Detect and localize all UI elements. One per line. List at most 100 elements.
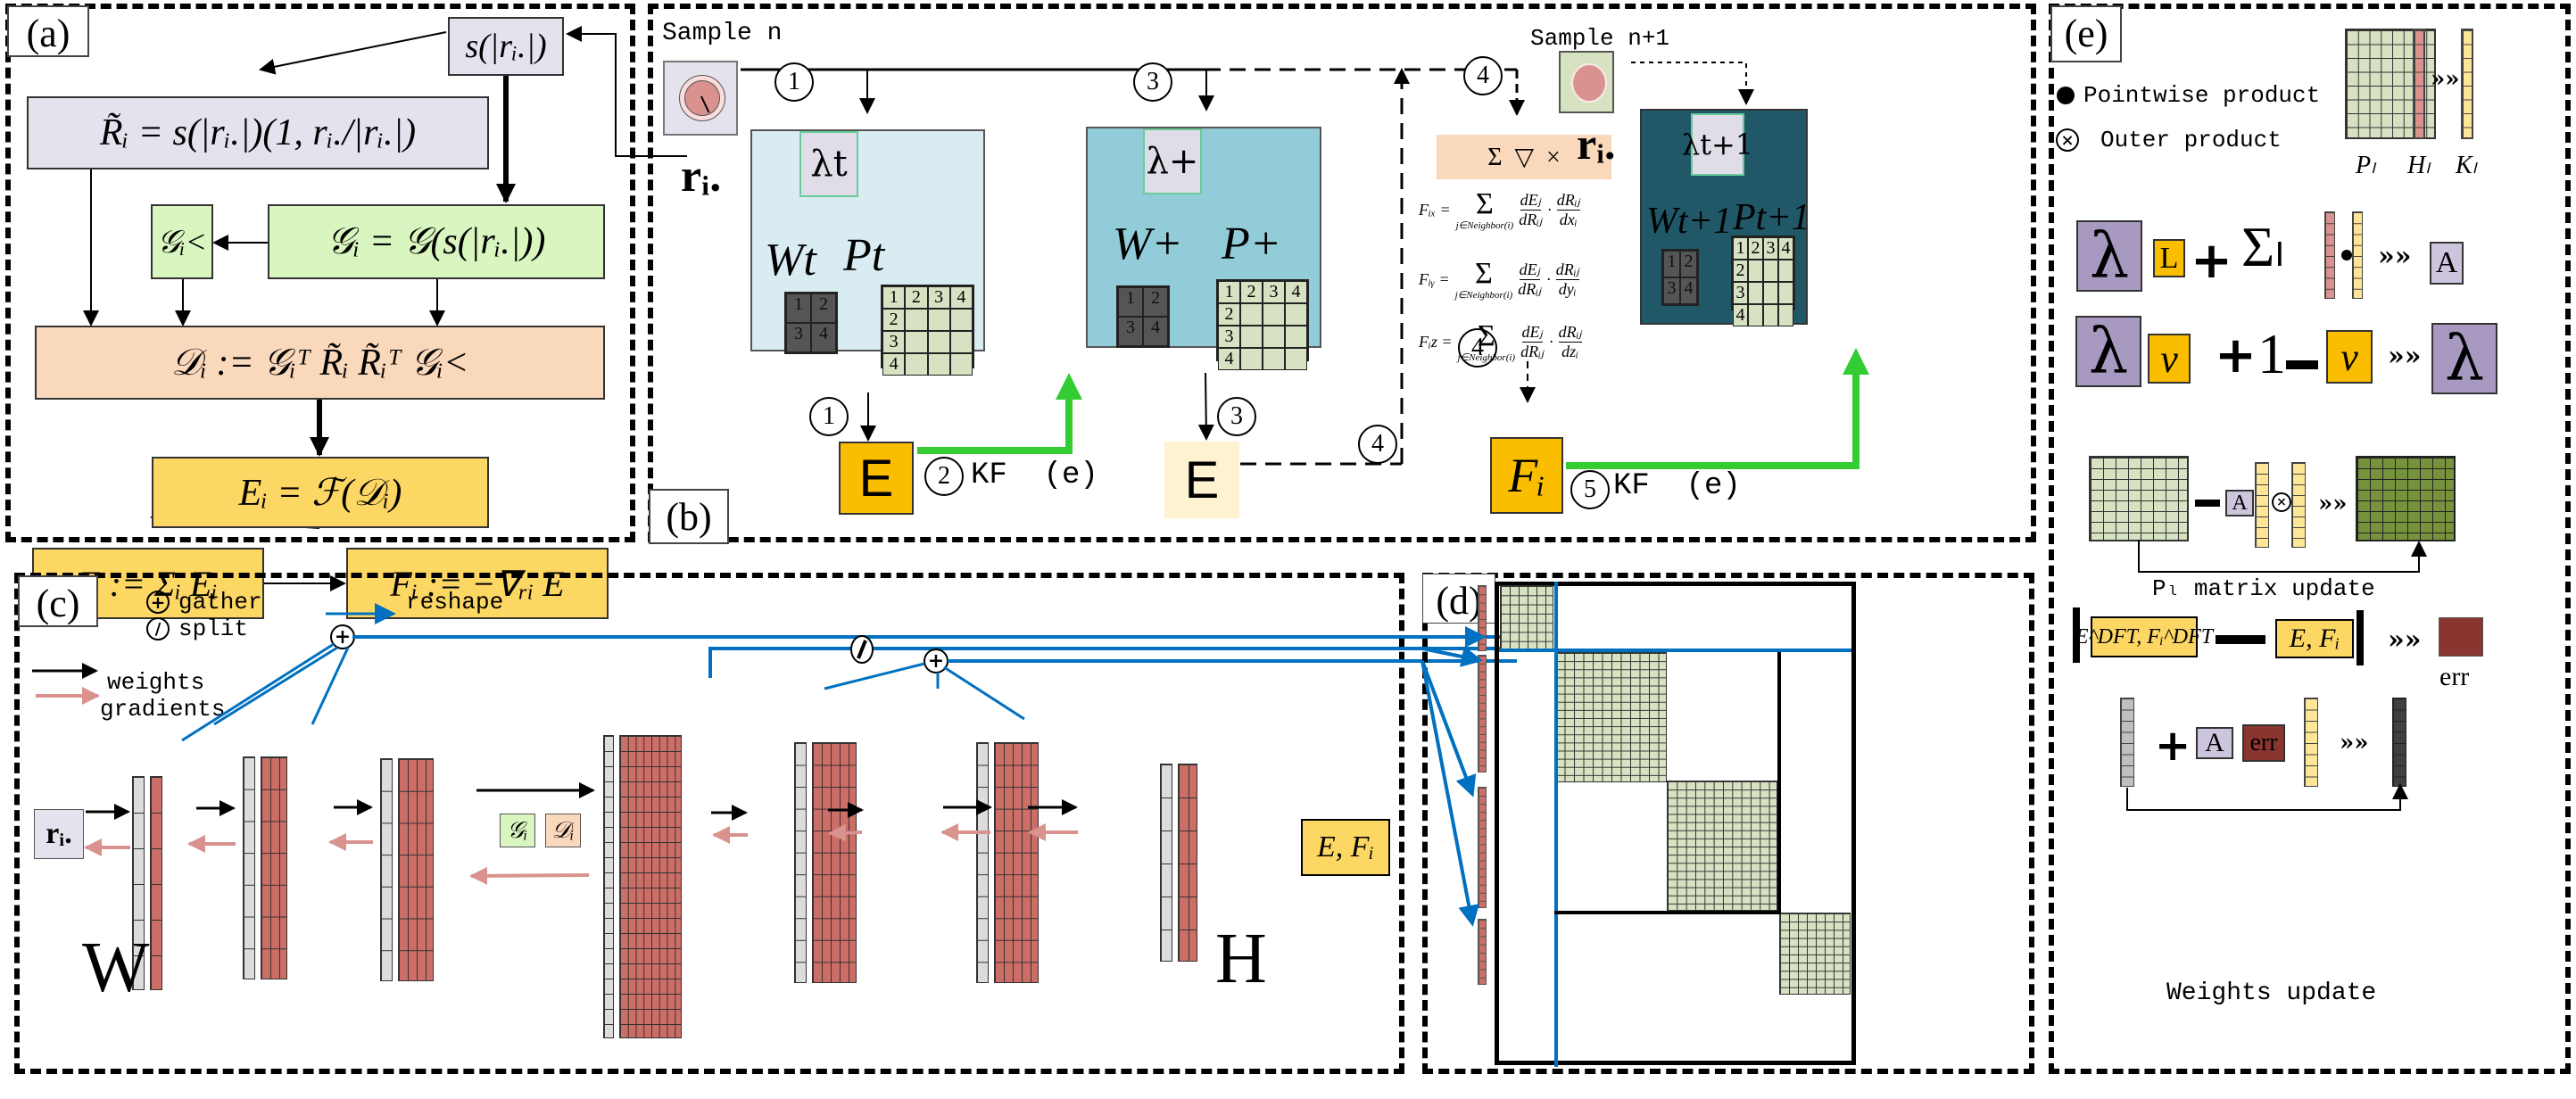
ei-box: Eᵢ = ℱ(𝒟ᵢ) — [152, 457, 489, 528]
w-t1-label: Wt+1 — [1646, 201, 1732, 242]
step-4-top: 4 — [1463, 56, 1503, 95]
kf-label-2: KF (e) — [1613, 469, 1741, 503]
minus-sign-1 — [2286, 360, 2318, 369]
panel-e-label: (e) — [2050, 5, 2122, 62]
step-1-top: 1 — [774, 62, 814, 102]
arrow-s-to-r — [259, 31, 447, 75]
layer-1-red — [150, 776, 162, 990]
lambda-t: λt — [799, 131, 858, 197]
w-network-label: W — [82, 929, 150, 1007]
k-vector-p-1 — [2255, 462, 2269, 548]
block-3 — [1667, 781, 1777, 911]
one-label: 1 — [2257, 322, 2286, 385]
layer-1-gray — [132, 776, 145, 990]
split-icon: / — [146, 617, 170, 640]
minus-sign-2 — [2195, 500, 2220, 507]
plus-sign-1: + — [2191, 232, 2232, 290]
w-t-label: Wt — [765, 235, 816, 285]
layer-4-gray — [603, 735, 614, 1038]
k-vector-sum — [2352, 211, 2363, 299]
arrow-gt-2: »» — [2378, 241, 2412, 272]
lambda-box-3: λ — [2431, 322, 2497, 395]
r-tilde-box: R̃ᵢ = s(|rᵢ.|)(1, rᵢ./|rᵢ.|) — [27, 96, 489, 169]
force-box: Fᵢ := −∇ᵣᵢ E — [346, 548, 609, 619]
g-box: 𝒢ᵢ = 𝒢(s(|rᵢ.|)) — [268, 204, 605, 279]
pointwise-dot-icon — [2057, 87, 2075, 104]
sample-n1-label: Sample n+1 — [1530, 25, 1670, 52]
arrow-gt-6: »» — [2340, 730, 2369, 756]
energy-box-plus: E — [1164, 442, 1239, 518]
kf-label-1: KF (e) — [971, 459, 1098, 492]
h-vector-sum — [2324, 211, 2335, 299]
outer-product-sign: × — [2272, 492, 2291, 512]
legend-weights: weights — [107, 669, 205, 696]
input-r-box: rᵢ. — [34, 809, 84, 859]
panel-e — [2049, 4, 2571, 1074]
legend-pointwise: Pointwise product — [2057, 82, 2320, 109]
matrix-frame — [1495, 582, 1856, 1065]
block-4 — [1779, 913, 1851, 995]
a-box-2: A — [2225, 490, 2254, 516]
sub-block-frame — [1554, 652, 1781, 914]
step-1-bottom: 1 — [809, 397, 849, 436]
lambda-t1: λt+1 — [1682, 113, 1753, 176]
plus-sign-2: + — [2215, 326, 2257, 384]
output-ef-box: E, Fᵢ — [1301, 819, 1390, 876]
d-box: 𝒟ᵢ := 𝒢ᵢᵀ R̃ᵢ R̃ᵢᵀ 𝒢ᵢ< — [35, 326, 605, 400]
force-ops-box: Σ ▽ × — [1437, 135, 1611, 179]
legend-reshape: reshape — [406, 589, 504, 616]
layer-7-red — [1178, 764, 1197, 962]
step-3-top: 3 — [1133, 62, 1172, 102]
lambda-box-1: λ — [2076, 219, 2142, 293]
layer-3-gray — [380, 758, 393, 981]
p-t-label: Pt — [843, 230, 885, 281]
lambda-plus: λ+ — [1143, 128, 1202, 194]
arrow-gt-5: »» — [2388, 624, 2422, 656]
legend-gradients: gradients — [100, 696, 226, 723]
panel-b-label: (b) — [649, 489, 729, 544]
legend-split: / split — [146, 616, 248, 642]
layer-5-gray — [794, 742, 807, 983]
k-l-label: Kₗ — [2456, 152, 2477, 179]
lambda-box-2: λ — [2075, 315, 2141, 388]
p-update-label: Pₗ matrix update — [2152, 575, 2375, 602]
atom-sample-n1-icon — [1559, 51, 1614, 113]
weights-before — [2120, 698, 2134, 787]
norm-bar-right — [2357, 610, 2364, 665]
nu-box-2: ν — [2326, 330, 2373, 384]
p-l-label: Pₗ — [2356, 152, 2375, 179]
panel-a-label: (a) — [7, 5, 89, 57]
h-l-vector — [2413, 29, 2425, 139]
p-matrix-before — [2089, 456, 2189, 541]
arrow-gt-1: »» — [2431, 66, 2460, 93]
gather-icon: + — [146, 591, 170, 614]
panel-c — [14, 573, 1404, 1074]
g-less-box: 𝒢ᵢ< — [151, 204, 213, 279]
w-plus-label: W+ — [1113, 219, 1183, 269]
p-plus-label: P+ — [1222, 219, 1281, 269]
ef-box: E, Fᵢ — [2275, 619, 2354, 658]
err-square — [2439, 617, 2483, 657]
layer-2-red — [261, 756, 287, 979]
arrow-gt-4: »» — [2318, 491, 2348, 517]
k-vector-p-2 — [2291, 462, 2306, 548]
step-2: 2 — [924, 457, 964, 496]
w-update-label: Weights update — [2166, 979, 2377, 1007]
g-tag: 𝒢ᵢ — [500, 814, 535, 847]
p-t1-label: Pt+1 — [1733, 197, 1810, 238]
l-box: L — [2153, 239, 2185, 277]
block-2 — [1554, 652, 1667, 782]
outer-product-icon: × — [2056, 128, 2079, 152]
layer-4-red — [619, 735, 682, 1038]
svg-text:+: + — [928, 649, 944, 673]
